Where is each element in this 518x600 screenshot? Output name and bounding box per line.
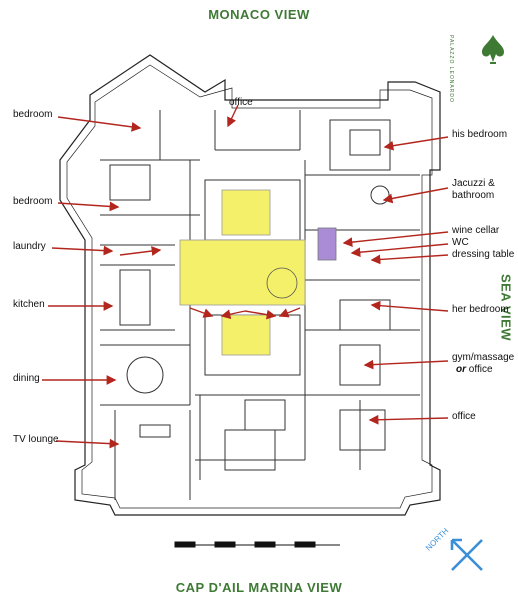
room-label-kitchen: kitchen (13, 299, 45, 310)
room-label-his-bedroom: his bedroom (452, 129, 508, 140)
room-label-jacuzzi: Jacuzzi & (452, 178, 495, 189)
pointer-arrows (42, 104, 449, 449)
room-label-bedroom-2: bedroom (13, 196, 53, 207)
room-label-wc: WC (452, 237, 469, 248)
room-label-office-right: office (452, 411, 476, 422)
room-label-bedroom-1: bedroom (13, 109, 53, 120)
core-highlight (179, 189, 337, 356)
room-label-dining: dining (13, 373, 40, 384)
room-label-gym-massage: gym/massage (452, 352, 515, 363)
compass-icon (450, 538, 483, 571)
room-label-laundry: laundry (13, 241, 46, 252)
room-label-dressing-table: dressing table (452, 249, 515, 260)
room-label-her-bedroom: her bedroom (452, 304, 509, 315)
room-label-tv-lounge: TV lounge (13, 434, 59, 445)
room-label-gym-or-office: or office (456, 364, 493, 375)
brand-name: PALAZZO LEONARDO (448, 35, 454, 103)
room-label-office-top: office (229, 97, 253, 108)
brand-logo (482, 35, 504, 64)
monaco-view-title: MONACO VIEW (208, 7, 310, 22)
room-label-bathroom: bathroom (452, 190, 495, 201)
interior-walls (100, 110, 420, 500)
or-word: or (456, 364, 466, 375)
marina-view-title: CAP D'AIL MARINA VIEW (175, 580, 343, 595)
room-label-wine-cellar: wine cellar (452, 225, 500, 236)
building-outline (59, 54, 441, 516)
office-word: office (468, 364, 493, 375)
scale-bar (174, 541, 340, 548)
